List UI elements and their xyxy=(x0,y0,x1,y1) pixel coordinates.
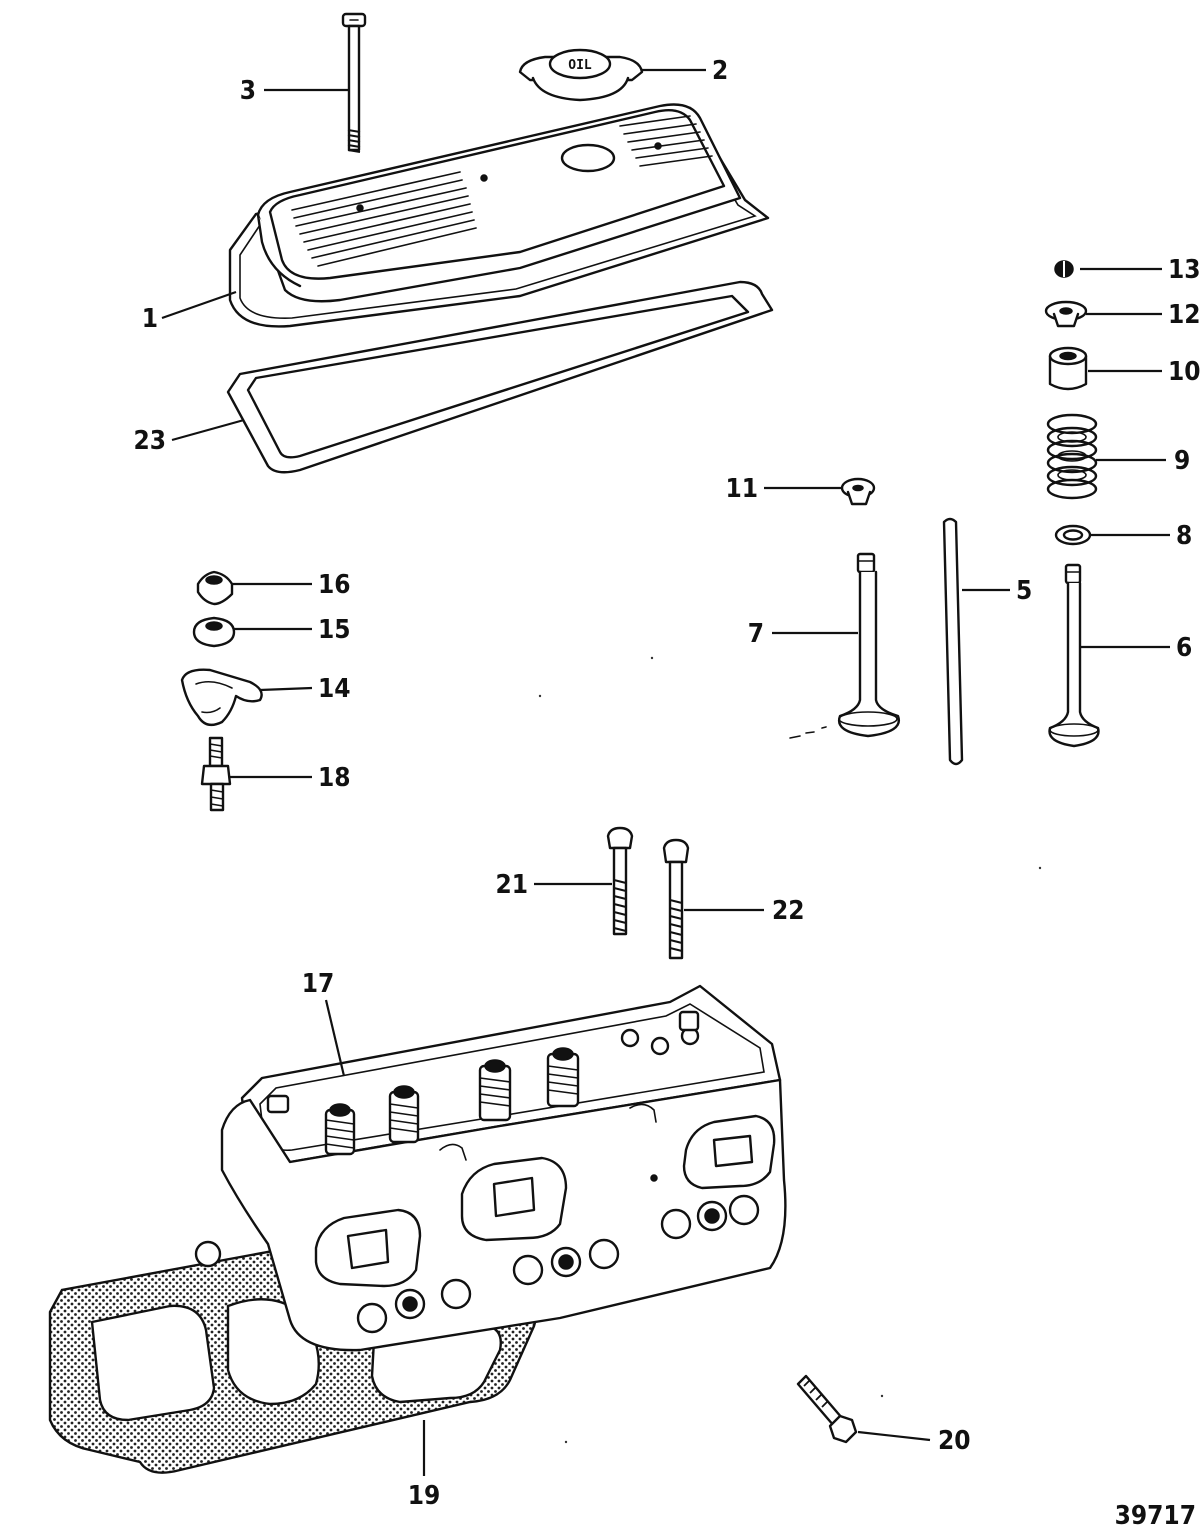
callout-5: 5 xyxy=(1016,576,1032,606)
callout-6: 6 xyxy=(1176,633,1192,663)
cover-gasket-drawing xyxy=(226,280,774,474)
callout-8: 8 xyxy=(1176,521,1192,551)
valve-seal-drawing xyxy=(840,477,876,506)
valve-spring-drawing xyxy=(1046,413,1098,500)
callout-15: 15 xyxy=(318,615,351,645)
callout-19: 19 xyxy=(408,1481,441,1511)
head-bolt-long-drawing xyxy=(662,838,690,960)
callout-21: 21 xyxy=(495,870,528,900)
callout-2: 2 xyxy=(712,56,728,86)
exhaust-valve-drawing xyxy=(1048,563,1100,748)
head-bolt-drawing xyxy=(606,826,634,936)
callout-10: 10 xyxy=(1168,357,1200,387)
rocker-arm-drawing xyxy=(180,668,263,727)
callout-7: 7 xyxy=(748,619,764,649)
rocker-cover-drawing xyxy=(228,103,770,328)
push-rod-drawing xyxy=(942,517,964,766)
valve-rotator-drawing xyxy=(1048,346,1088,391)
callout-17: 17 xyxy=(302,969,335,999)
leader-lines xyxy=(161,68,1170,1476)
callout-1: 1 xyxy=(142,304,158,334)
rocker-stud-drawing xyxy=(200,736,232,812)
callout-9: 9 xyxy=(1174,446,1190,476)
rocker-nut-drawing xyxy=(196,570,234,606)
callout-22: 22 xyxy=(772,896,805,926)
valve-keys-drawing xyxy=(1054,260,1074,278)
spring-washer-drawing xyxy=(1054,524,1092,546)
callout-13: 13 xyxy=(1168,255,1200,285)
callout-20: 20 xyxy=(938,1426,971,1456)
callout-12: 12 xyxy=(1168,300,1200,330)
oil-cap-drawing: OIL xyxy=(518,48,644,102)
callout-18: 18 xyxy=(318,763,351,793)
spring-retainer-drawing xyxy=(1044,300,1088,328)
callout-3: 3 xyxy=(240,76,256,106)
callout-11: 11 xyxy=(725,474,758,504)
pivot-ball-drawing xyxy=(192,616,236,648)
intake-valve-drawing xyxy=(789,552,901,739)
callout-14: 14 xyxy=(318,674,351,704)
callout-16: 16 xyxy=(318,570,351,600)
oil-cap-label: OIL xyxy=(568,58,592,73)
callout-labels: 3 2 1 23 13 12 10 9 8 6 5 7 11 16 15 14 … xyxy=(133,56,1200,1511)
callout-23: 23 xyxy=(133,426,166,456)
cylinder-head-drawing xyxy=(220,984,787,1352)
short-bolt-drawing xyxy=(796,1374,858,1444)
figure-number: 39717 xyxy=(1115,1501,1196,1531)
cover-bolt-drawing xyxy=(341,12,367,153)
